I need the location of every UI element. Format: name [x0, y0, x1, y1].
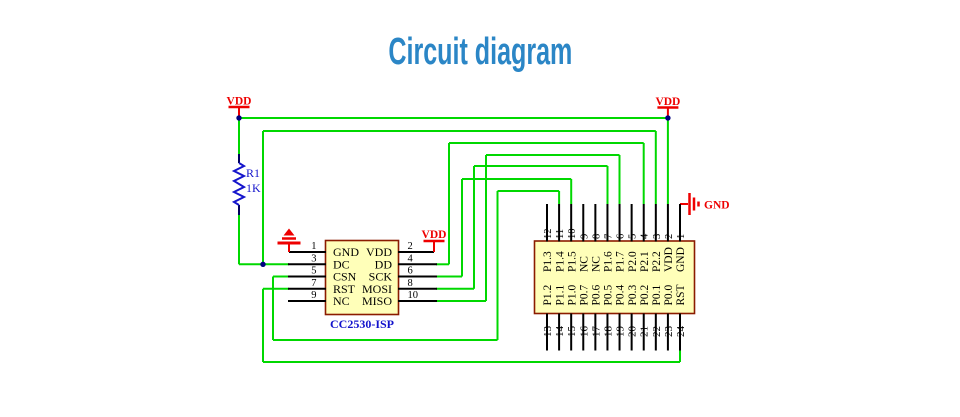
header-top-pin-name: P1.5 — [566, 251, 578, 272]
header-bottom-pin-number: 16 — [578, 326, 590, 338]
cc2530-left-pin-number: 7 — [311, 278, 316, 289]
header-bottom-pin-name: P1.2 — [542, 284, 554, 305]
header-bottom-pin-number: 23 — [663, 326, 675, 338]
header-bottom-pin-number: 19 — [615, 326, 627, 338]
cc2530-right-pin-number: 8 — [408, 278, 413, 289]
cc2530-left-pin-number: 5 — [311, 266, 316, 277]
resistor-value: 1K — [246, 181, 261, 195]
cc2530-left-pin-number: 1 — [311, 241, 316, 252]
header-bottom-pin-number: 13 — [542, 326, 554, 338]
header-top-pin-number: 10 — [567, 229, 578, 240]
vdd-label-left: VDD — [227, 96, 252, 108]
cc2530-right-pin-number: 4 — [408, 253, 414, 264]
header-bottom-pin-number: 20 — [627, 326, 639, 338]
cc2530-isp-body — [324, 239, 400, 316]
header-top-pin-name: P1.6 — [603, 251, 615, 272]
junction-dot — [665, 115, 671, 121]
header-bottom-pin-name: P0.7 — [578, 284, 590, 305]
header-top-pin-name: NC — [591, 256, 603, 272]
header-bottom-pin-name: P0.1 — [651, 284, 663, 305]
header-top-pin-name: P1.3 — [542, 251, 554, 272]
cc2530-right-pin-number: 10 — [408, 290, 419, 301]
cc2530-left-pin-name: RST — [333, 282, 356, 296]
page-title: Circuit diagram — [388, 31, 572, 73]
cc2530-right-pin-name: MOSI — [362, 282, 392, 296]
header-top-pin-number: 7 — [603, 234, 614, 239]
header-bottom-pin-name: P0.0 — [663, 284, 675, 305]
header-bottom-pin-name: RST — [675, 284, 687, 305]
header-top-pin-number: 6 — [616, 234, 627, 239]
header-top-pin-name: P2.2 — [651, 251, 663, 272]
cc2530-left-pin-number: 9 — [311, 290, 316, 301]
header-bottom-pin-name: P0.2 — [639, 284, 651, 305]
resistor-designator: R1 — [246, 166, 260, 180]
gnd-label-right: GND — [704, 200, 730, 212]
earth-ground-icon — [283, 228, 295, 236]
header-bottom-pin-number: 14 — [554, 326, 566, 338]
cc2530-isp-label: CC2530-ISP — [330, 317, 394, 331]
vdd-label-cc2530: VDD — [422, 229, 447, 241]
header-top-pin-number: 12 — [543, 229, 554, 240]
header-top-pin-name: VDD — [663, 247, 675, 272]
header-bottom-pin-number: 22 — [651, 326, 663, 337]
cc2530-left-pin-name: DC — [333, 258, 350, 272]
header-body — [533, 240, 696, 315]
header-top-pin-name: P1.4 — [554, 251, 566, 272]
header-top-pin-number: 4 — [640, 233, 651, 239]
header-top-pin-number: 9 — [579, 234, 590, 239]
cc2530-left-pin-name: NC — [333, 294, 350, 308]
header-top-pin-number: 2 — [664, 234, 675, 239]
vdd-label-right: VDD — [655, 96, 680, 108]
header-top-pin-number: 3 — [652, 234, 663, 239]
header-top-pin-name: NC — [578, 256, 590, 272]
header-top-pin-number: 11 — [555, 229, 566, 239]
cc2530-right-pin-number: 2 — [408, 241, 413, 252]
header-bottom-pin-name: P0.3 — [627, 284, 639, 305]
page-title-wrap: Circuit diagram — [0, 33, 960, 71]
header-top-pin-number: 8 — [591, 234, 602, 239]
header-top-pin-name: GND — [675, 247, 687, 272]
header-bottom-pin-number: 21 — [639, 326, 651, 337]
header-top-pin-name: P2.0 — [627, 251, 639, 272]
cc2530-right-pin-name: DD — [375, 258, 393, 272]
header-top-pin-number: 1 — [676, 234, 687, 239]
header-bottom-pin-name: P1.1 — [554, 284, 566, 305]
header-bottom-pin-number: 18 — [602, 326, 614, 338]
cc2530-right-pin-name: MISO — [362, 294, 392, 308]
header-bottom-pin-name: P0.4 — [615, 284, 627, 305]
header-bottom-pin-name: P0.5 — [603, 284, 615, 305]
resistor-icon — [231, 162, 247, 206]
header-bottom-pin-name: P0.6 — [591, 284, 603, 305]
cc2530-right-pin-name: VDD — [366, 245, 392, 259]
junction-dot — [260, 261, 266, 267]
cc2530-right-pin-number: 6 — [408, 266, 413, 277]
header-top-pin-name: P2.1 — [639, 251, 651, 272]
header-bottom-pin-number: 24 — [675, 326, 687, 338]
header-bottom-pin-name: P1.0 — [566, 284, 578, 305]
cc2530-left-pin-name: GND — [333, 245, 359, 259]
cc2530-left-pin-number: 3 — [311, 253, 316, 264]
header-bottom-pin-number: 15 — [566, 326, 578, 338]
cc2530-left-pin-name: CSN — [333, 270, 357, 284]
header-bottom-pin-number: 17 — [590, 326, 602, 338]
cc2530-right-pin-name: SCK — [369, 270, 393, 284]
header-top-pin-name: P1.7 — [615, 251, 627, 272]
junction-dot — [236, 115, 242, 121]
header-top-pin-number: 5 — [628, 234, 639, 239]
